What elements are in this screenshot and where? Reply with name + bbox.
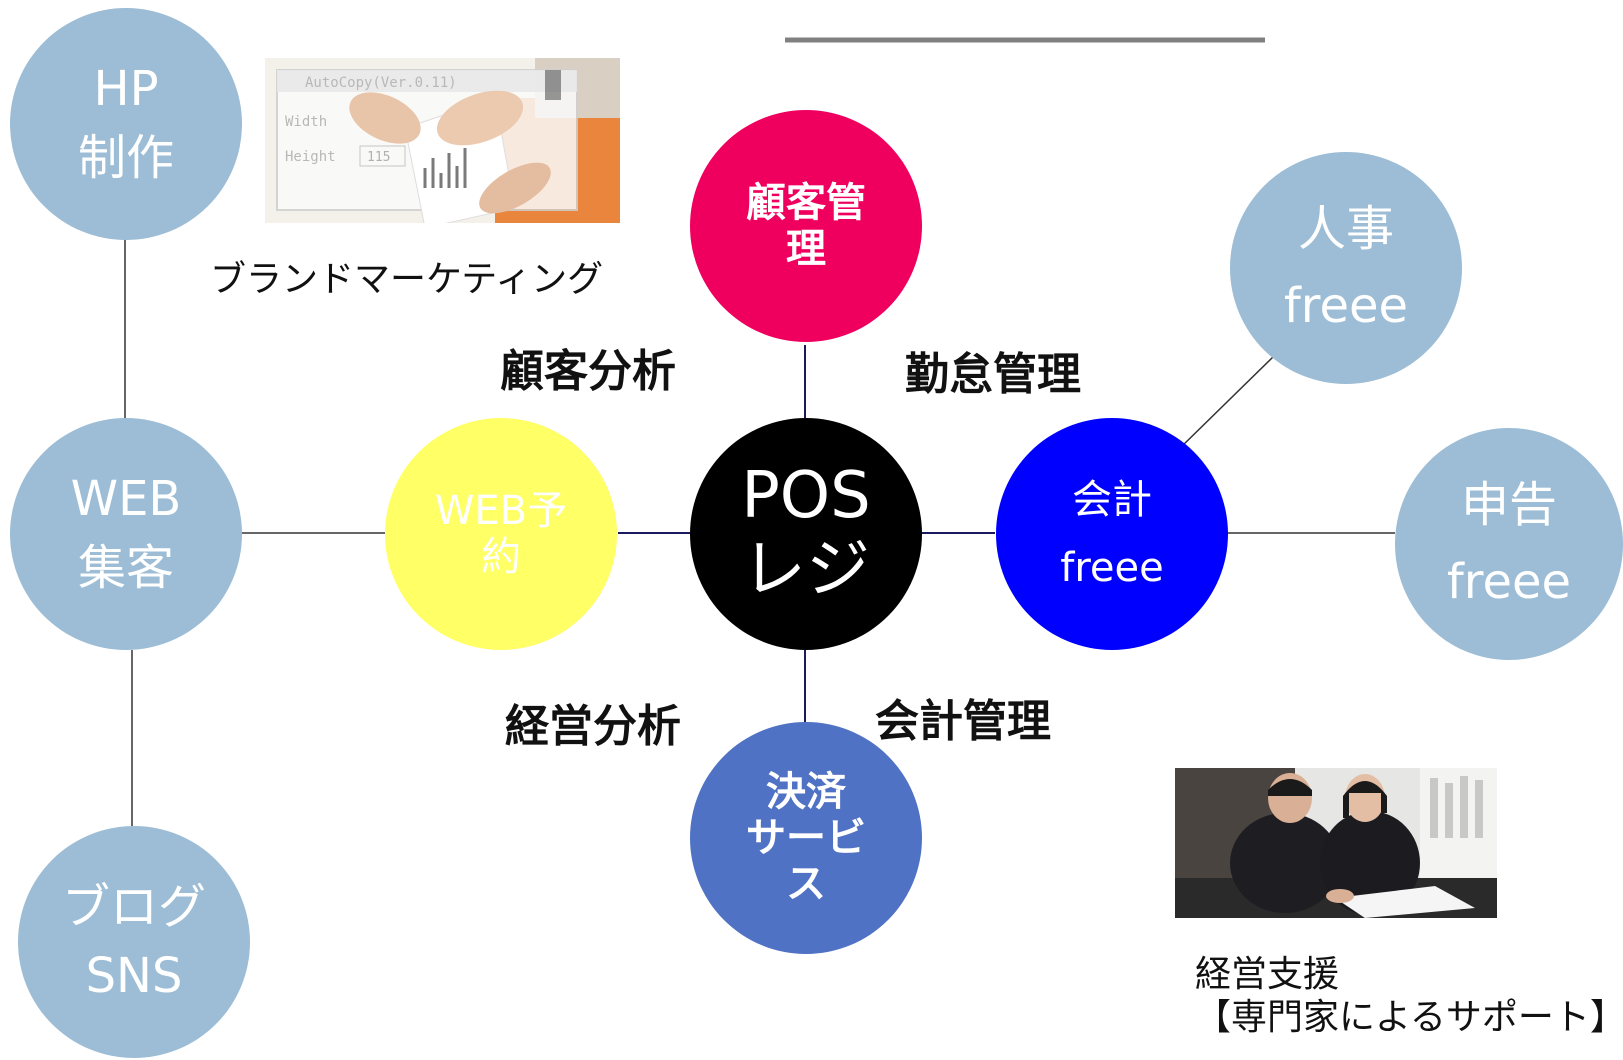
node-pos-line1: POS bbox=[741, 459, 871, 534]
node-hp-line2: 制作 bbox=[77, 130, 174, 186]
node-web-marketing: WEB 集客 bbox=[10, 418, 242, 650]
node-accounting-line2: freee bbox=[1060, 545, 1164, 591]
label-attendance-mgmt: 勤怠管理 bbox=[905, 349, 1081, 400]
node-pos-line2: レジ bbox=[742, 533, 870, 607]
node-hr-freee: 人事 freee bbox=[1230, 152, 1462, 384]
node-hr-line1: 人事 bbox=[1297, 200, 1394, 257]
node-payment-service: 決済 サービ ス bbox=[690, 722, 922, 954]
node-crm-line2: 理 bbox=[786, 226, 826, 272]
node-tax-freee: 申告 freee bbox=[1395, 428, 1623, 660]
photo-width-label: Width bbox=[285, 114, 327, 130]
node-accounting-line1: 会計 bbox=[1072, 477, 1152, 523]
node-payment-line2: サービ bbox=[746, 815, 866, 861]
node-tax-line1: 申告 bbox=[1460, 476, 1557, 533]
node-blog-sns: ブログ SNS bbox=[18, 826, 250, 1058]
business-support-caption-line1: 経営支援 bbox=[1195, 954, 1340, 995]
photo-height-value: 115 bbox=[367, 150, 390, 165]
node-payment-line3: ス bbox=[786, 861, 826, 907]
node-web-marketing-line2: 集客 bbox=[77, 540, 174, 596]
business-support-caption-line2: 【専門家によるサポート】 bbox=[1195, 997, 1623, 1038]
connector-accounting-hr bbox=[1177, 354, 1276, 451]
node-blog-line2: SNS bbox=[85, 948, 183, 1004]
label-business-analysis: 経営分析 bbox=[505, 701, 681, 752]
node-hp-line1: HP bbox=[93, 60, 159, 117]
business-support-photo bbox=[1175, 768, 1497, 918]
brand-marketing-photo: AutoCopy(Ver.0.11) Width Height 115 bbox=[265, 58, 620, 223]
node-accounting-freee: 会計 freee bbox=[996, 418, 1228, 650]
label-accounting-mgmt: 会計管理 bbox=[875, 696, 1051, 747]
node-crm: 顧客管 理 bbox=[690, 110, 922, 342]
node-hp-production: HP 制作 bbox=[10, 8, 242, 240]
node-crm-line1: 顧客管 bbox=[746, 180, 866, 226]
node-hr-line2: freee bbox=[1283, 278, 1409, 334]
label-customer-analysis: 顧客分析 bbox=[500, 346, 676, 397]
node-web-booking-line1: WEB予 bbox=[434, 488, 568, 534]
brand-marketing-caption: ブランドマーケティング bbox=[210, 259, 604, 300]
node-payment-line1: 決済 bbox=[766, 769, 846, 815]
node-web-marketing-line1: WEB bbox=[70, 470, 182, 527]
node-tax-line2: freee bbox=[1446, 554, 1572, 610]
node-blog-line1: ブログ bbox=[61, 878, 206, 935]
node-pos-register: POS レジ bbox=[690, 418, 922, 650]
node-web-booking: WEB予 約 bbox=[385, 418, 617, 650]
node-web-booking-line2: 約 bbox=[481, 534, 521, 580]
photo-window-title: AutoCopy(Ver.0.11) bbox=[305, 75, 457, 91]
photo-height-label: Height bbox=[285, 149, 336, 165]
